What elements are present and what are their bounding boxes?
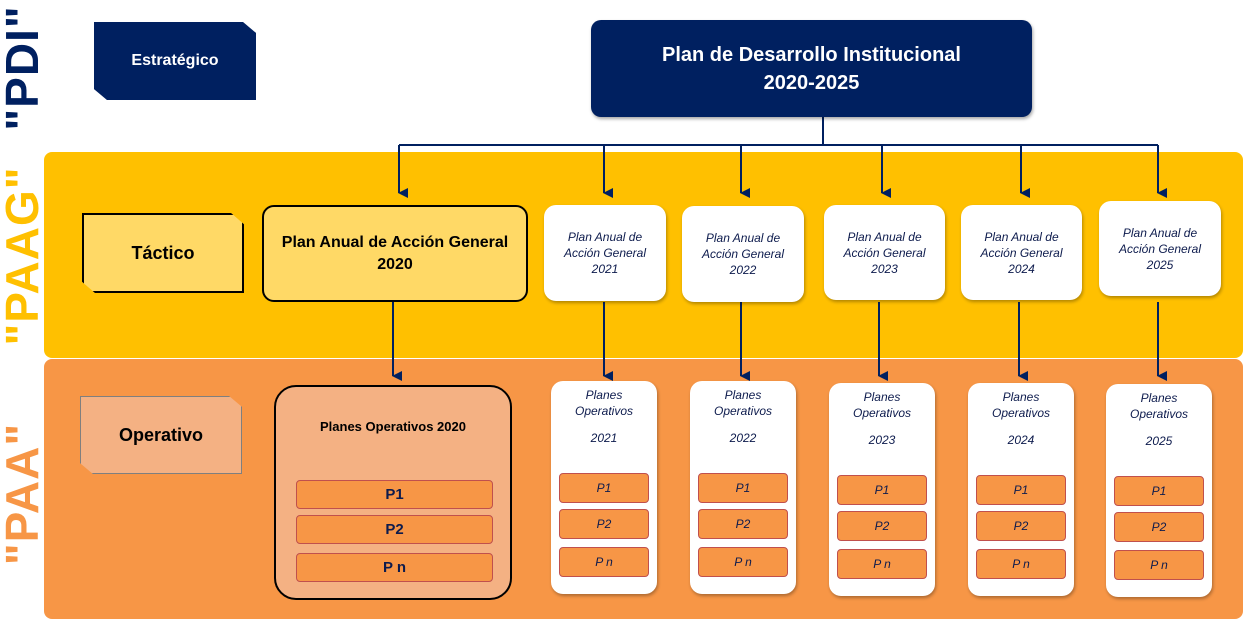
ops-card-line1: Planes	[863, 390, 901, 404]
plan-item-p1: P1	[296, 480, 493, 509]
plan-item-p2: P2	[559, 509, 649, 539]
ops-card-title: Planes Operativos	[968, 389, 1074, 421]
paag-card-year: 2022	[729, 263, 757, 277]
plan-item-pn: P n	[976, 549, 1066, 579]
paag-card-line2: Acción General	[563, 246, 647, 260]
paag-card-year: 2021	[591, 262, 619, 276]
plan-item-p1: P1	[976, 475, 1066, 505]
paag-card-line2: Acción General	[843, 245, 926, 260]
ops-card-2022: Planes Operativos 2022 P1 P2 P n	[690, 381, 796, 594]
ops-card-2025: Planes Operativos 2025 P1 P2 P n	[1106, 384, 1212, 597]
ops-card-year: 2024	[1007, 433, 1035, 447]
paag-card-2025: Plan Anual de Acción General 2025	[1099, 201, 1221, 296]
paag-card-2021: Plan Anual de Acción General 2021	[544, 205, 666, 301]
paag-card-2023: Plan Anual de Acción General 2023	[824, 205, 945, 300]
ops-card-year: 2022	[729, 431, 757, 445]
ops-card-2021: Planes Operativos 2021 P1 P2 P n	[551, 381, 657, 594]
ops-2020-title: Planes Operativos 2020	[320, 419, 466, 434]
ops-card-title: Planes Operativos	[829, 389, 935, 421]
plan-item-p2: P2	[698, 509, 788, 539]
paag-card-line1: Plan Anual de	[1122, 225, 1198, 240]
plan-item-pn: P n	[837, 549, 927, 579]
paag-card-line1: Plan Anual de	[705, 231, 781, 245]
paag-2020-box: Plan Anual de Acción General 2020	[262, 205, 528, 302]
ops-card-year: 2025	[1145, 434, 1173, 448]
plan-item-p2: P2	[296, 515, 493, 544]
plan-item-p1: P1	[837, 475, 927, 505]
plan-item-p2: P2	[1114, 512, 1204, 542]
ops-card-line2: Operativos	[991, 406, 1051, 420]
pdi-box: Plan de Desarrollo Institucional 2020-20…	[591, 20, 1032, 117]
plan-item-p1: P1	[1114, 476, 1204, 506]
ops-card-line1: Planes	[1002, 390, 1040, 404]
paag-card-line2: Acción General	[980, 245, 1063, 260]
paag-card-2022: Plan Anual de Acción General 2022	[682, 206, 804, 302]
ops-card-line2: Operativos	[852, 406, 912, 420]
level-operativo: Operativo	[80, 396, 242, 474]
paag-card-year: 2024	[1008, 261, 1035, 276]
paag-card-year: 2025	[1146, 257, 1174, 272]
paag-card-line1: Plan Anual de	[567, 230, 643, 244]
paag-card-line2: Acción General	[1118, 241, 1202, 256]
plan-item-pn: P n	[698, 547, 788, 577]
plan-item-p2: P2	[976, 511, 1066, 541]
plan-item-p1: P1	[559, 473, 649, 503]
ops-card-title: Planes Operativos	[551, 387, 657, 419]
paag-card-2024: Plan Anual de Acción General 2024	[961, 205, 1082, 300]
paag-card-line2: Acción General	[701, 247, 785, 261]
paag-2020-title: Plan Anual de Acción General	[281, 233, 509, 251]
level-estrategico: Estratégico	[94, 22, 256, 100]
plan-item-pn: P n	[1114, 550, 1204, 580]
pdi-period: 2020-2025	[763, 71, 860, 94]
ops-card-line1: Planes	[585, 388, 623, 402]
ops-2020-box: Planes Operativos 2020 P1 P2 P n	[274, 385, 512, 600]
ops-card-year: 2021	[590, 431, 618, 445]
pdi-title: Plan de Desarrollo Institucional	[662, 43, 961, 66]
ops-card-year: 2023	[868, 433, 896, 447]
ops-card-line1: Planes	[1140, 391, 1178, 405]
ops-card-2024: Planes Operativos 2024 P1 P2 P n	[968, 383, 1074, 596]
ops-card-title: Planes Operativos	[1106, 390, 1212, 422]
paag-card-line1: Plan Anual de	[984, 229, 1059, 244]
plan-item-pn: P n	[296, 553, 493, 582]
plan-item-p1: P1	[698, 473, 788, 503]
plan-item-pn: P n	[559, 547, 649, 577]
paag-card-year: 2023	[871, 261, 898, 276]
ops-card-2023: Planes Operativos 2023 P1 P2 P n	[829, 383, 935, 596]
ops-card-line2: Operativos	[713, 404, 773, 418]
paag-card-line1: Plan Anual de	[847, 229, 922, 244]
ops-card-line2: Operativos	[1129, 407, 1189, 421]
level-tactico: Táctico	[82, 213, 244, 293]
plan-item-p2: P2	[837, 511, 927, 541]
ops-card-line1: Planes	[724, 388, 762, 402]
paag-2020-year: 2020	[377, 255, 413, 273]
ops-card-title: Planes Operativos	[690, 387, 796, 419]
ops-card-line2: Operativos	[574, 404, 634, 418]
